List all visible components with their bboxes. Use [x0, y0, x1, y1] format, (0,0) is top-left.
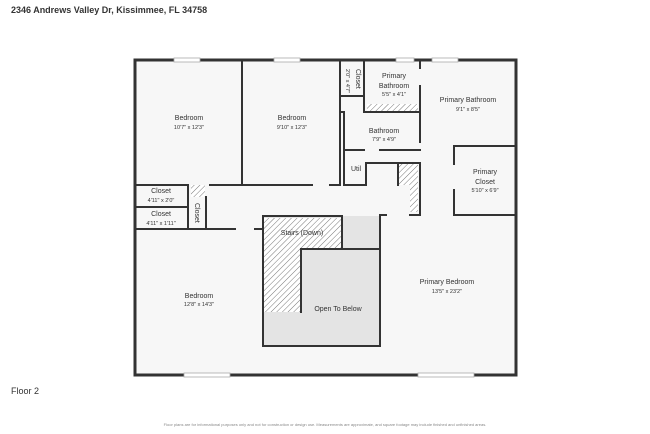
window-6	[417, 372, 475, 378]
disclaimer: Floor plans are for informational purpos…	[163, 422, 487, 427]
closet-2-name: Closet	[151, 211, 171, 218]
primary-closet-dims: 5'10" x 6'9"	[471, 188, 498, 194]
bedroom-3-dims: 12'8" x 14'3"	[184, 302, 214, 308]
closet-1-dims: 4'11" x 2'0"	[148, 198, 175, 204]
window-2	[273, 57, 301, 63]
primary-closet-name: Primary	[473, 169, 498, 176]
primary-bedroom-name: Primary Bedroom	[420, 279, 475, 286]
bedroom-3-name: Bedroom	[185, 293, 214, 300]
open-to-below-name: Open To Below	[314, 306, 362, 313]
primary-bathroom-small-name: Primary	[382, 73, 407, 80]
bathroom-name: Bathroom	[369, 128, 400, 135]
primary-bathroom-name: Primary Bathroom	[440, 97, 497, 104]
bathroom-hatch	[367, 104, 418, 112]
property-address: 2346 Andrews Valley Dr, Kissimmee, FL 34…	[11, 5, 208, 15]
stairs-hatch	[264, 218, 342, 312]
closet-1-name: Closet	[151, 188, 171, 195]
window-5	[183, 372, 231, 378]
closet-hatch-1	[191, 185, 205, 197]
closet-vertical-name: Closet	[354, 69, 361, 89]
util-hatch	[398, 164, 418, 212]
primary-bathroom-small-name2: Bathroom	[379, 83, 410, 90]
bathroom-dims: 7'9" x 4'9"	[372, 137, 396, 143]
closet-vertical-dims: 2'0" x 4'7"	[344, 69, 350, 93]
bedroom-1-dims: 10'7" x 12'3"	[174, 125, 204, 131]
closet-small-vertical-name: Closet	[193, 203, 200, 223]
floor-label: Floor 2	[11, 386, 40, 396]
util-name: Util	[351, 166, 362, 173]
bedroom-1-name: Bedroom	[175, 115, 204, 122]
stairs-name: Stairs (Down)	[281, 230, 323, 237]
bedroom-2-dims: 9'10" x 12'3"	[277, 125, 307, 131]
closet-2-dims: 4'11" x 1'11"	[146, 221, 175, 227]
primary-bedroom-dims: 13'5" x 23'2"	[432, 289, 462, 295]
primary-bathroom-small-dims: 5'5" x 4'1"	[382, 92, 406, 98]
primary-closet-name2: Closet	[475, 179, 495, 186]
window-4	[431, 57, 459, 63]
window-1	[173, 57, 201, 63]
exterior-wall	[133, 58, 518, 377]
window-3	[395, 57, 415, 63]
primary-bathroom-dims: 9'1" x 8'5"	[456, 107, 480, 113]
bedroom-2-name: Bedroom	[278, 115, 307, 122]
